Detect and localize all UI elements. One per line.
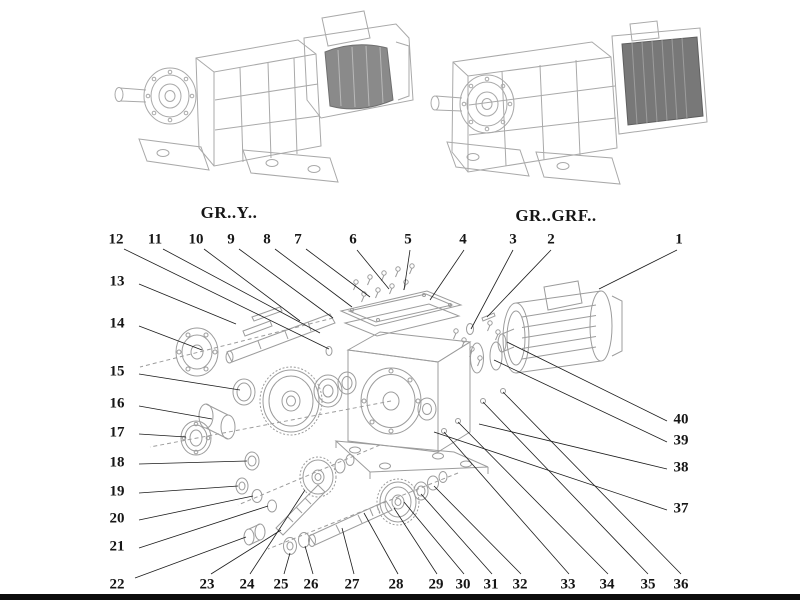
callout-8: 8 <box>262 231 272 248</box>
part-intermediate-shaft <box>275 484 326 536</box>
part-oil-seal <box>232 378 256 406</box>
callout-3: 3 <box>508 231 518 248</box>
callout-29: 29 <box>427 576 445 593</box>
callout-6: 6 <box>348 231 358 248</box>
callout-28: 28 <box>387 576 405 593</box>
part-cover-plate <box>339 263 463 337</box>
callout-36: 36 <box>672 576 690 593</box>
part-input-shaft <box>225 306 336 364</box>
callout-11: 11 <box>146 231 164 248</box>
part-output-shaft <box>283 500 393 555</box>
callout-19: 19 <box>108 483 126 500</box>
model-label-gr-grf: GR..GRF.. <box>515 206 597 225</box>
callout-21: 21 <box>108 538 126 555</box>
part-bearing-front <box>180 420 212 456</box>
callout-4: 4 <box>458 231 468 248</box>
part-motor-studs <box>453 312 503 371</box>
callout-18: 18 <box>108 454 126 471</box>
bottom-border <box>0 594 800 600</box>
assembled-view-gr-grf <box>430 20 708 185</box>
callout-31: 31 <box>482 576 500 593</box>
part-input-flange <box>175 327 219 377</box>
callout-39: 39 <box>672 432 690 449</box>
callout-27: 27 <box>343 576 361 593</box>
callout-9: 9 <box>226 231 236 248</box>
callout-15: 15 <box>108 363 126 380</box>
callout-25: 25 <box>272 576 290 593</box>
callout-24: 24 <box>238 576 256 593</box>
callout-35: 35 <box>639 576 657 593</box>
callout-17: 17 <box>108 424 126 441</box>
part-intermediate-gear <box>299 454 355 498</box>
callout-34: 34 <box>598 576 616 593</box>
callout-30: 30 <box>454 576 472 593</box>
callout-38: 38 <box>672 459 690 476</box>
exploded-parts <box>139 263 623 555</box>
callout-40: 40 <box>672 411 690 428</box>
callout-20: 20 <box>108 510 126 527</box>
callout-16: 16 <box>108 395 126 412</box>
callout-7: 7 <box>293 231 303 248</box>
part-bearing-mid <box>313 371 357 408</box>
callout-33: 33 <box>559 576 577 593</box>
assembled-view-gr-y <box>114 10 414 183</box>
callout-14: 14 <box>108 315 126 332</box>
part-housing <box>334 331 506 479</box>
callout-13: 13 <box>108 273 126 290</box>
part-motor <box>497 280 623 374</box>
leader-lines <box>123 248 682 579</box>
part-sleeve <box>198 403 236 440</box>
callout-23: 23 <box>198 576 216 593</box>
callout-32: 32 <box>511 576 529 593</box>
callout-37: 37 <box>672 500 690 517</box>
callout-5: 5 <box>403 231 413 248</box>
callout-10: 10 <box>187 231 205 248</box>
callout-2: 2 <box>546 231 556 248</box>
callout-12: 12 <box>107 231 125 248</box>
callout-26: 26 <box>302 576 320 593</box>
callout-22: 22 <box>108 576 126 593</box>
part-large-gear <box>259 366 323 436</box>
part-output-gear <box>376 471 448 526</box>
model-label-gr-y: GR..Y.. <box>200 203 258 222</box>
callout-1: 1 <box>674 231 684 248</box>
